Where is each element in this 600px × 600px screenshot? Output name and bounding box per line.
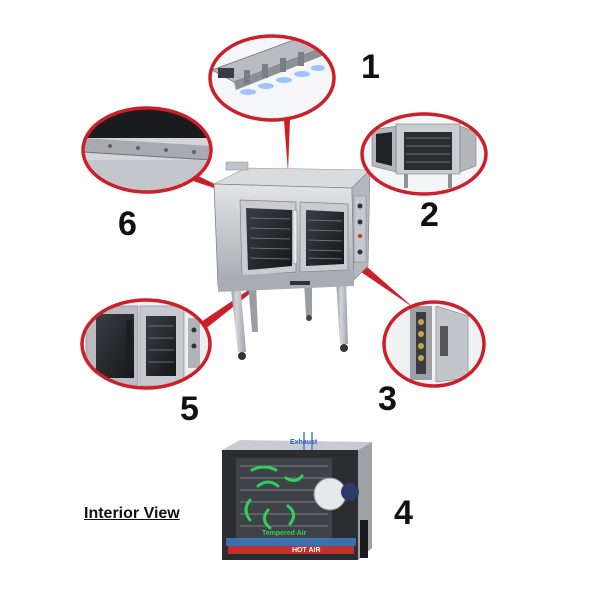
- convection-oven: [213, 161, 371, 360]
- callout-6-top-seam: [81, 106, 213, 194]
- callout-number-3: 3: [378, 380, 397, 418]
- interior-exhaust-label: Exhaust: [290, 439, 318, 446]
- callout-number-4: 4: [394, 494, 413, 532]
- interior-tempered-air-label: Tempered Air: [262, 530, 307, 537]
- callout-number-2: 2: [420, 196, 439, 234]
- callout-number-1: 1: [361, 48, 380, 86]
- callout-number-5: 5: [180, 390, 199, 428]
- interior-hot-air-label: HOT AIR: [292, 547, 321, 554]
- callout-1-burner-manifold: [208, 34, 336, 122]
- interior-view-label: Interior View: [84, 505, 180, 522]
- callout-5-door-window: [80, 298, 212, 390]
- callout-2-open-doors: [360, 112, 488, 196]
- callout-3-door-hinge: [382, 300, 486, 388]
- callout-number-6: 6: [118, 205, 137, 243]
- interior-cutaway: Exhaust Tempered Air HOT AIR: [222, 432, 372, 560]
